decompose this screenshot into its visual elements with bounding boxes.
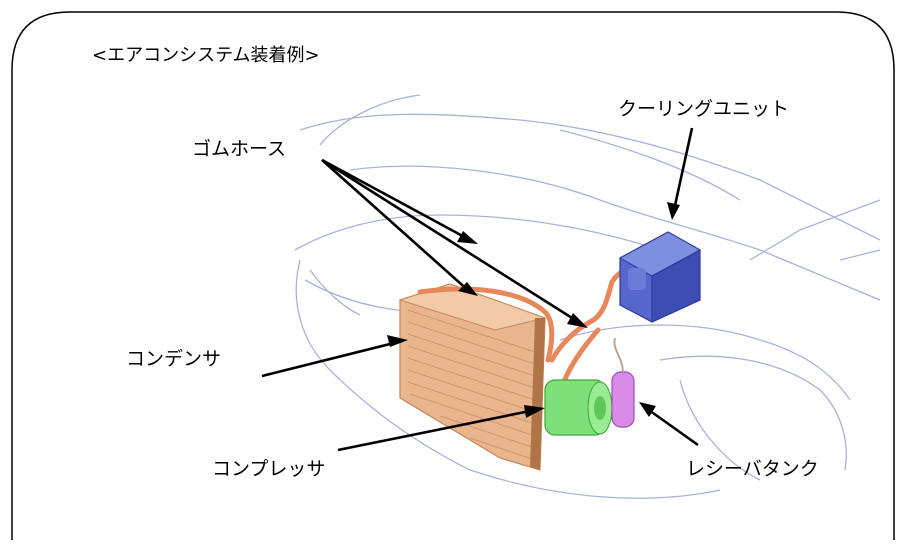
label-cooling-unit: クーリングユニット xyxy=(618,98,790,120)
label-rubber-hose: ゴムホース xyxy=(192,138,287,160)
receiver-tank-part xyxy=(611,337,635,428)
label-condenser: コンデンサ xyxy=(126,348,222,370)
label-compressor: コンプレッサ xyxy=(212,458,326,480)
compressor-part xyxy=(544,379,613,436)
label-receiver-tank: レシーバタンク xyxy=(686,458,819,480)
pointer-arrows xyxy=(261,127,699,452)
cooling-unit-part xyxy=(618,231,702,323)
condenser-part xyxy=(398,283,547,471)
frame-border xyxy=(11,11,895,540)
arrow-heads xyxy=(387,202,680,418)
car-outline xyxy=(294,94,881,499)
diagram-title: <エアコンシステム装着例> xyxy=(92,45,320,66)
